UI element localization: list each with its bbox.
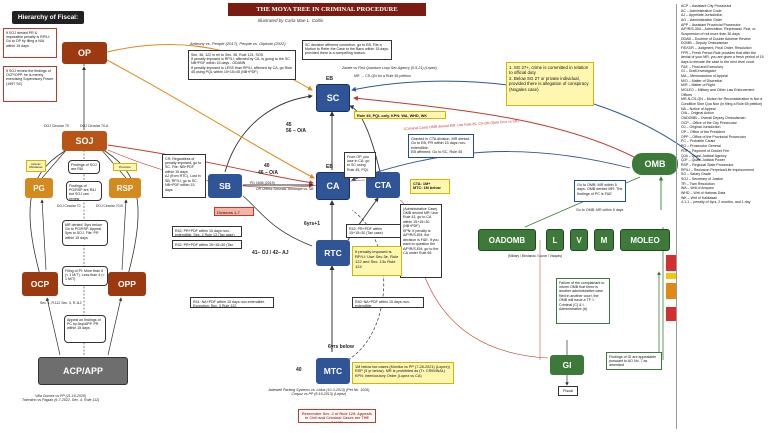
note-sc-decision: SC decision affirmed conviction, go to E… — [302, 40, 392, 60]
label-eb-ca: EB — [326, 164, 333, 170]
note-admin: (Administrative Case) OMB denied MR: Use… — [400, 204, 442, 278]
note-cta-from: From OP, you lose in CA: go to SC using … — [344, 152, 376, 178]
note-sb-box: CR: Regardless of penalty imposed, go to… — [162, 154, 206, 198]
label-ca-sc: 45 56 – O/A — [286, 122, 307, 134]
node-op: OP — [62, 42, 107, 64]
note-remember: Remember Sec. 2 of Rule 125: Appeals in … — [298, 409, 376, 423]
note-mm: (Military / Mindanao / Luzon / Visayas) — [508, 254, 562, 258]
node-moleo: MOLEO — [620, 229, 670, 251]
label-divisions: Divisions 1-7 — [214, 207, 254, 216]
note-zarate: Zarate vs First Quantum Loop Sec Agency … — [342, 66, 437, 70]
node-rtc: RTC — [316, 240, 350, 266]
label-rtc-ca: 41– OJ / 42– AJ — [252, 250, 289, 256]
note-doj-c: DOJ Circular 70 — [44, 124, 69, 128]
node-gi: GI — [550, 355, 584, 375]
note-r41: R41: NA+PDF within 15 days non-extendibl… — [190, 297, 274, 308]
node-soj: SOJ — [62, 131, 107, 151]
note-appeal: Appeal on findings of PC by Asp/APP. PR … — [64, 315, 106, 343]
node-sb: SB — [208, 174, 242, 198]
note-mr-denied: MR denied: 5yrs below: Go to PG/RSP. App… — [62, 220, 108, 246]
tag-rsp: Province — [113, 163, 137, 171]
note-doj-c4: DOJ Circular 70-B — [96, 204, 123, 208]
note-r42c: R42: PR+PDF within 15+15=30 (Tax case) — [346, 224, 402, 238]
node-l: L — [546, 229, 564, 251]
note-omb-yellow: 1. SG 27+, crime is committed in relatio… — [506, 62, 594, 106]
note-doj-c3: DOJ Circular 70 — [57, 204, 81, 208]
node-v: V — [570, 229, 588, 251]
note-cta-ivp: CTA: 1M+ MTC: 1M below — [410, 179, 450, 194]
node-acp: ACP/APP — [38, 357, 128, 385]
label-6yrs-below: 6yrs below — [328, 344, 354, 350]
note-omb-left: Go to OMB: MR within 5 days. OMB denied … — [574, 180, 626, 202]
note-filing-pi: Filing of PI: More than 6 (< 1 M/T). Les… — [62, 266, 108, 286]
note-rtc-box: If penalty imposed is RP/LI: Use Sec.3e,… — [352, 246, 402, 276]
node-rsp: RSP — [109, 178, 141, 198]
label-6yrs-plus: 6yrs+1 — [304, 221, 320, 227]
status-tags — [666, 255, 676, 321]
note-jadewell: Jadewell Parking Systems vs. Lidua (10-3… — [268, 388, 370, 397]
label-rule45: Rule 45, PQL only. KPN: WA, WHD, WK — [354, 111, 446, 119]
note-op-left2: If SOJ review the findings of OCP/OPP, h… — [3, 66, 57, 102]
label-pd1606: PD 1606 (2019) — [250, 181, 275, 185]
node-omb: OMB — [632, 153, 678, 175]
legend-abbreviations: ACP – Assistant City Prosecutor AC – Adm… — [676, 4, 766, 429]
page-author: Illustrated by Carla Mae L. Coltis — [258, 18, 324, 23]
note-mr-cs: MR → CS-QN for a Rule 45 petition — [354, 74, 411, 78]
note-bottom-left: Villa Gomez vs PP (11-16-2020) Tolentino… — [22, 394, 100, 403]
note-gi-findings: Findings of GI are appealable pursuant t… — [606, 352, 662, 370]
hierarchy-label: Hierarchy of Fiscal: — [12, 11, 84, 24]
tag-pg: Islamic Mindanao — [26, 160, 46, 172]
note-gi-box: Failure of the complainant to inform OMB… — [556, 278, 610, 324]
label-mtc-40: 40 — [296, 367, 302, 373]
node-opp: OPP — [108, 272, 146, 296]
node-fiscal: Fiscal — [558, 386, 578, 396]
node-ocp: OCP — [22, 272, 58, 296]
note-sb-cites: OR Unless Sixxmas, Annarape vs. SB — [256, 187, 314, 191]
note-r40: R40: NA+PDF within 15 days non-extendibl… — [352, 297, 424, 308]
note-granted: Granted in CTA division, MR denied. Go t… — [408, 134, 474, 158]
note-omb-mr: Go to OMB: MR within 5 days — [576, 208, 624, 212]
note-sec: Sec. 1, R.112 Sec. 3, R.112 — [40, 301, 82, 305]
note-anthony-box: Sec. 36, 122 in rel to Sec. 36, Rule 124… — [188, 50, 296, 80]
note-r42: R42: PR+PDF within 15 days non-extendibl… — [172, 226, 242, 237]
node-m: M — [594, 229, 614, 251]
note-mtc-box: 1M below tax cases (Monika vs PP (7-28-2… — [352, 362, 454, 384]
label-rtc-40: 40 — [264, 163, 270, 169]
label-sb-ca: 46 – O/A — [258, 170, 279, 176]
label-eb-sc: EB — [326, 76, 333, 82]
note-op-left: If SOJ denied PR & impossible penalty is… — [3, 28, 57, 58]
node-pg: PG — [25, 178, 53, 198]
note-anthony: Anthony vs. People (2017), People vs. Ol… — [190, 41, 286, 46]
note-findings1: Findings of SOJ are R&I — [68, 160, 100, 174]
node-mtc: MTC — [316, 358, 350, 384]
node-oadomb: OADOMB — [478, 229, 536, 251]
note-findings2: Findings of PG/RSP are R&I but SOJ can r… — [66, 181, 102, 201]
page-title: THE MOYA TREE IN CRIMINAL PROCEDURE — [228, 3, 426, 16]
node-sc: SC — [316, 84, 350, 112]
note-doj-c2: DOJ Circular 70-A — [80, 124, 109, 128]
note-r42b: R42: PR+PDF within 15+15=30 (Tax case) — [172, 240, 242, 249]
